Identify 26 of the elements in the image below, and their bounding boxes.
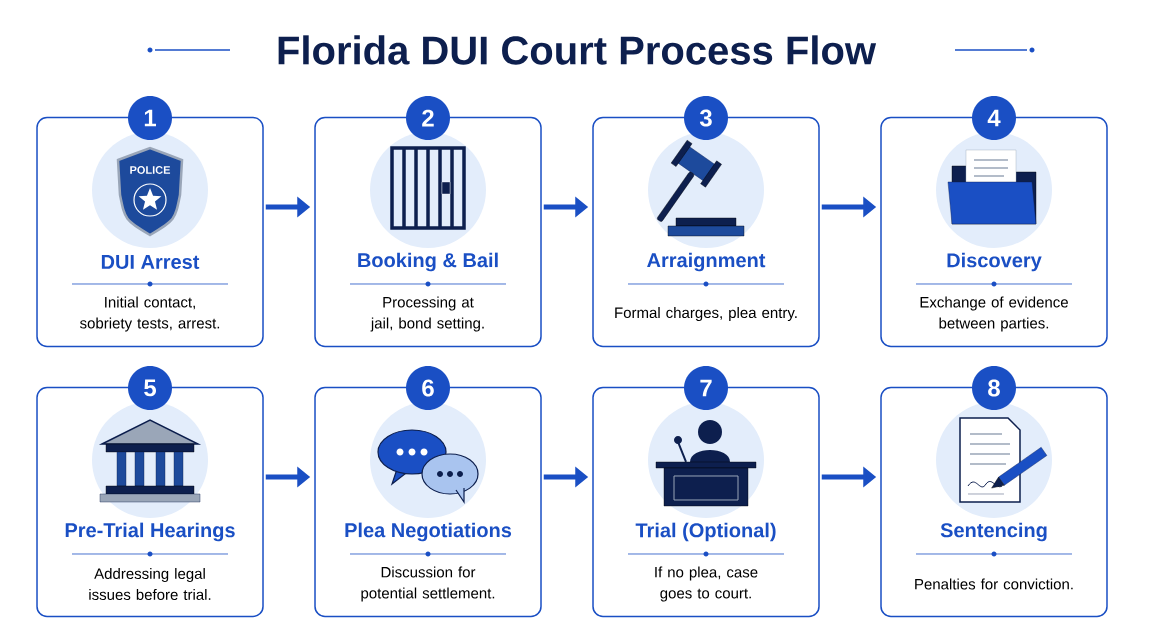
step-number-badge: 7 <box>684 366 728 410</box>
step-description: Addressing legal issues before trial. <box>89 568 211 600</box>
badge-text: POLICE <box>130 166 171 174</box>
step-heading: Sentencing <box>940 522 1047 542</box>
step-heading: Discovery <box>947 252 1042 272</box>
step-heading: Pre-Trial Hearings <box>65 522 235 542</box>
step-number-badge: 1 <box>128 96 172 140</box>
step-description: Processing at jail, bond setting. <box>370 296 484 332</box>
title: Florida DUI Court Process Flow <box>278 35 877 65</box>
step-number-badge: 5 <box>128 366 172 410</box>
step-description: Exchange of evidence between parties. <box>920 296 1068 332</box>
step-description: Initial contact, sobriety tests, arrest. <box>80 296 220 332</box>
step-heading: Trial (Optional) <box>635 522 776 542</box>
step-heading: Arraignment <box>647 252 766 272</box>
step-number-badge: 4 <box>972 96 1016 140</box>
step-description: If no plea, case goes to court. <box>655 566 758 602</box>
step-description: Discussion for potential settlement. <box>361 566 495 602</box>
step-description: Penalties for conviction. <box>915 578 1073 590</box>
step-number-badge: 8 <box>972 366 1016 410</box>
step-description: Formal charges, plea entry. <box>615 307 797 321</box>
step-heading: Booking & Bail <box>358 252 498 272</box>
step-number-badge: 6 <box>406 366 450 410</box>
step-heading: DUI Arrest <box>101 255 200 269</box>
step-number-badge: 3 <box>684 96 728 140</box>
step-number-badge: 2 <box>406 96 450 140</box>
step-heading: Plea Negotiations <box>345 522 512 542</box>
